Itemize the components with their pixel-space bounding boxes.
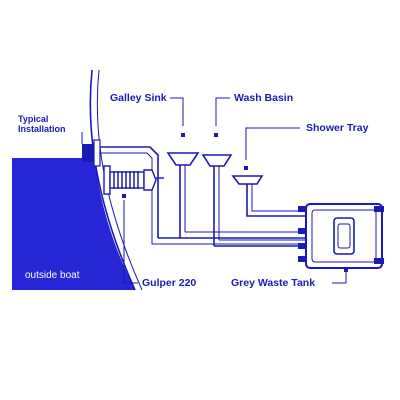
shower-tray-leader (245, 127, 300, 160)
wash-basin-label: Wash Basin (234, 92, 294, 104)
typical-installation-line-1: Typical (18, 114, 49, 124)
hull-outline (89, 69, 136, 291)
galley-sink (166, 152, 200, 238)
gulper-pump (103, 165, 157, 195)
tank-leader (332, 272, 347, 284)
wash-basin (201, 154, 233, 246)
through-hull-fitting (82, 139, 101, 167)
shower-tray (231, 175, 306, 217)
grey-waste-tank (298, 203, 384, 269)
shower-tray-label: Shower Tray (306, 122, 369, 134)
outside-boat-label: outside boat (25, 270, 80, 281)
galley-sink-leader (170, 97, 184, 126)
galley-sink-label: Galley Sink (110, 92, 167, 104)
gulper-leader (123, 200, 138, 284)
wash-basin-leader (215, 97, 230, 126)
gulper-label: Gulper 220 (142, 277, 197, 289)
grey-waste-tank-label: Grey Waste Tank (231, 277, 316, 289)
typical-installation-label: Typical Installation (18, 114, 66, 135)
typical-installation-line-2: Installation (18, 123, 66, 134)
boat-hull (12, 158, 135, 290)
